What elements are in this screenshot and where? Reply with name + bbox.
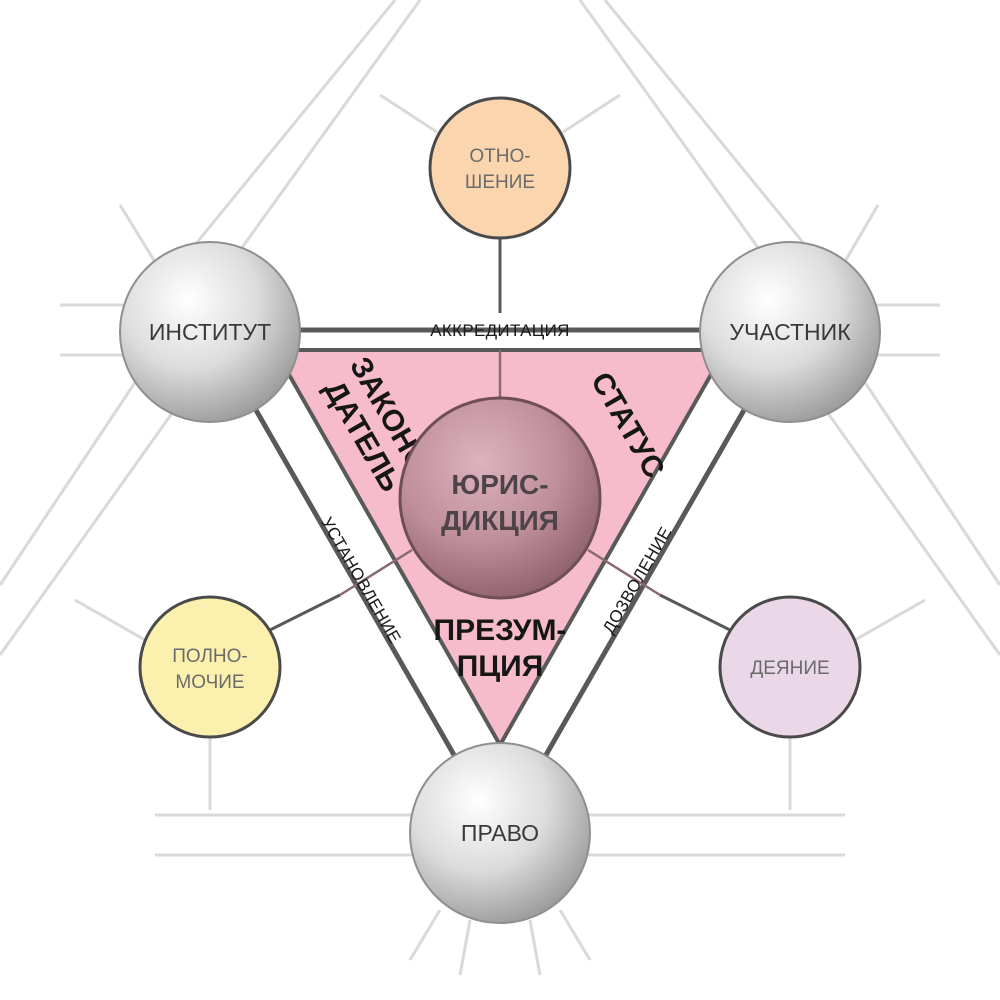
jurisdiction-label-line1: ЮРИС- <box>451 469 548 500</box>
relation-label-line1: ОТНО- <box>469 146 530 167</box>
law-sphere <box>409 742 591 924</box>
act-circle <box>718 595 862 739</box>
act-label: ДЕЯНИЕ <box>750 658 829 679</box>
band-label-top: АККРЕДИТАЦИЯ <box>430 321 569 340</box>
node-connectors <box>269 230 731 632</box>
zone-label-bottom: ПРЕЗУМ- ПЦИЯ <box>434 614 567 683</box>
authority-label-line1: ПОЛНО- <box>172 646 248 667</box>
authority-circle <box>138 595 282 739</box>
zone-label-bottom-line2: ПЦИЯ <box>457 650 544 683</box>
participant-sphere <box>699 241 881 423</box>
institute-node[interactable]: ИНСТИТУТ <box>119 241 301 423</box>
zone-dividers <box>339 350 661 597</box>
jurisdiction-node[interactable]: ЮРИС- ДИКЦИЯ <box>398 396 602 600</box>
relation-node[interactable]: ОТНО- ШЕНИЕ <box>428 96 572 240</box>
relation-circle <box>428 96 572 240</box>
institute-label: ИНСТИТУТ <box>149 319 271 345</box>
law-node[interactable]: ПРАВО <box>409 742 591 924</box>
law-label: ПРАВО <box>461 820 539 846</box>
participant-node[interactable]: УЧАСТНИК <box>699 241 881 423</box>
institute-sphere <box>119 241 301 423</box>
relation-label-line2: ШЕНИЕ <box>465 172 535 193</box>
act-node[interactable]: ДЕЯНИЕ <box>718 595 862 739</box>
zone-label-bottom-line1: ПРЕЗУМ- <box>434 614 567 647</box>
participant-label: УЧАСТНИК <box>729 319 851 345</box>
authority-node[interactable]: ПОЛНО- МОЧИЕ <box>138 595 282 739</box>
authority-label-line2: МОЧИЕ <box>175 672 244 693</box>
jurisdiction-label-line2: ДИКЦИЯ <box>441 505 559 536</box>
jurisdiction-sphere <box>398 396 602 600</box>
